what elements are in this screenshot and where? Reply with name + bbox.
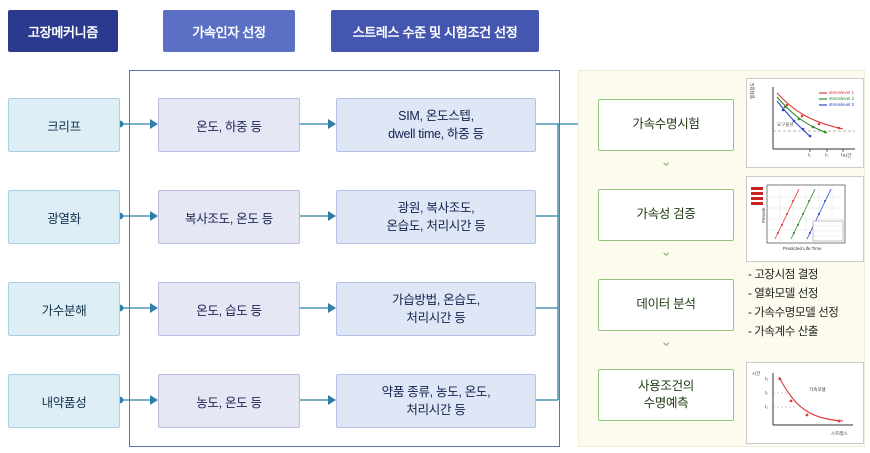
bullet-4: - 가속계수 산출 bbox=[748, 325, 819, 338]
thumb0-xtick-2: t₂ bbox=[825, 152, 828, 157]
flow-step-1-line1: 가속수명시험 bbox=[632, 117, 700, 132]
condition-box-1-line1: SIM, 온도스텝, bbox=[398, 108, 474, 123]
flow-step-4[interactable]: 사용조건의 수명예측 bbox=[598, 369, 734, 421]
thumb2-ytick-1: t₁ bbox=[765, 404, 768, 409]
condition-box-3-line1: 가습방법, 온습도, bbox=[392, 292, 480, 307]
mechanism-box-4[interactable]: 내약품성 bbox=[8, 374, 120, 428]
bullet-3: - 가속수명모델 선정 bbox=[748, 306, 839, 319]
header-failure-mechanism: 고장메커니즘 bbox=[8, 10, 118, 52]
factor-box-1[interactable]: 온도, 하중 등 bbox=[158, 98, 300, 152]
condition-box-4-line2: 처리시간 등 bbox=[406, 403, 466, 417]
thumb2-ytick-3: t₃ bbox=[765, 376, 769, 381]
factor-box-2[interactable]: 복사조도, 온도 등 bbox=[158, 190, 300, 244]
condition-box-3-line2: 처리시간 등 bbox=[406, 311, 466, 325]
thumb2-ytick-2: t₂ bbox=[765, 390, 768, 395]
factor-box-3[interactable]: 온도, 습도 등 bbox=[158, 282, 300, 336]
condition-box-3[interactable]: 가습방법, 온습도, 처리시간 등 bbox=[336, 282, 536, 336]
thumb2-annotation: 가속모델 bbox=[809, 387, 826, 392]
condition-box-4-line1: 약품 종류, 농도, 온도, bbox=[381, 384, 491, 399]
condition-box-1[interactable]: SIM, 온도스텝, dwell time, 하중 등 bbox=[336, 98, 536, 152]
header-acceleration-factor: 가속인자 선정 bbox=[163, 10, 295, 52]
thumb2-xlabel: 스트레스 bbox=[831, 431, 848, 436]
mechanism-box-3[interactable]: 가수분해 bbox=[8, 282, 120, 336]
thumb0-legend-2: stresslevel 2 bbox=[829, 96, 855, 101]
bullet-2: - 열화모델 선정 bbox=[748, 287, 819, 300]
thumb0-annotation: 요구물성 bbox=[777, 122, 794, 127]
thumbnail-probability-plot: Percent Predicted Life Time bbox=[746, 176, 864, 262]
condition-box-4[interactable]: 약품 종류, 농도, 온도, 처리시간 등 bbox=[336, 374, 536, 428]
thumb0-xlabel: 시간 bbox=[843, 153, 852, 158]
flow-step-1[interactable]: 가속수명시험 bbox=[598, 99, 734, 151]
condition-box-2-line1: 광원, 복사조도, bbox=[397, 200, 475, 215]
thumb1-xlabel: Predicted Life Time bbox=[783, 246, 822, 251]
factor-box-4[interactable]: 농도, 온도 등 bbox=[158, 374, 300, 428]
condition-box-1-line2: dwell time, 하중 등 bbox=[388, 127, 484, 141]
mechanism-box-2[interactable]: 광열화 bbox=[8, 190, 120, 244]
chevron-down-icon-2: ˇ bbox=[663, 250, 669, 269]
flow-step-3[interactable]: 데이터 분석 bbox=[598, 279, 734, 331]
thumb0-ylabel: 열화정도 bbox=[750, 82, 755, 99]
header-stress-condition: 스트레스 수준 및 시험조건 선정 bbox=[331, 10, 539, 52]
bullet-1: - 고장시점 결정 bbox=[748, 269, 819, 281]
mechanism-box-1[interactable]: 크리프 bbox=[8, 98, 120, 152]
thumb1-ylabel: Percent bbox=[761, 207, 766, 223]
chevron-down-icon-1: ˇ bbox=[663, 160, 669, 179]
thumb0-legend-3: stresslevel 3 bbox=[829, 102, 855, 107]
flow-step-4-line2: 수명예측 bbox=[643, 396, 689, 410]
flow-step-2-line1: 가속성 검증 bbox=[636, 207, 696, 222]
flow-step-4-line1: 사용조건의 bbox=[637, 378, 694, 393]
analysis-bullets: - 고장시점 결정 - 열화모델 선정 - 가속수명모델 선정 - 가속계수 산… bbox=[748, 266, 868, 342]
condition-box-2-line2: 온습도, 처리시간 등 bbox=[386, 219, 486, 233]
thumb0-xtick-1: t₁ bbox=[808, 152, 811, 157]
flow-step-2[interactable]: 가속성 검증 bbox=[598, 189, 734, 241]
thumbnail-degradation-chart: 열화정도 시간 요구물성 t₁ t₂ t₃ stresslevel 1 stre… bbox=[746, 78, 864, 168]
flow-step-3-line1: 데이터 분석 bbox=[636, 297, 696, 312]
thumb2-ylabel: 시간 bbox=[752, 371, 761, 376]
chevron-down-icon-3: ˇ bbox=[663, 340, 669, 359]
thumbnail-acceleration-model-chart: 시간 스트레스 가속모델 t₃ t₂ t₁ bbox=[746, 362, 864, 444]
condition-box-2[interactable]: 광원, 복사조도, 온습도, 처리시간 등 bbox=[336, 190, 536, 244]
thumb0-legend-1: stresslevel 1 bbox=[829, 90, 855, 95]
process-frame bbox=[129, 70, 560, 447]
thumb0-xtick-3: t₃ bbox=[841, 152, 845, 157]
